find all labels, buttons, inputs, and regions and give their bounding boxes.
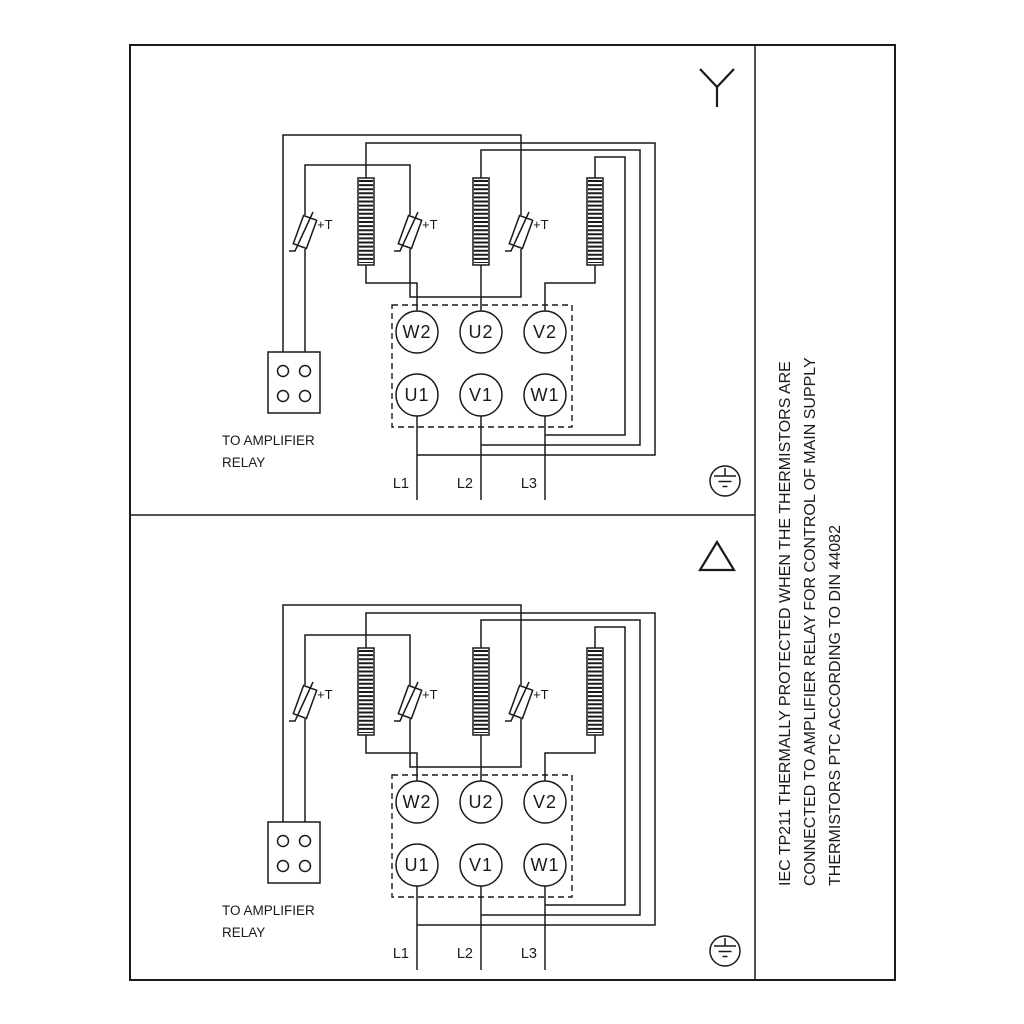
wiring-instance-delta xyxy=(222,605,740,970)
drawing-border xyxy=(129,44,896,981)
side-note-line3: THERMISTORS PTC ACCORDING TO DIN 44082 xyxy=(827,525,844,886)
side-note: IEC TP211 THERMALLY PROTECTED WHEN THE T… xyxy=(777,357,844,886)
panel-star-connection xyxy=(222,68,740,500)
wiring-instance-star xyxy=(222,135,740,500)
side-note-line1: IEC TP211 THERMALLY PROTECTED WHEN THE T… xyxy=(777,361,794,886)
side-note-line2: CONNECTED TO AMPLIFIER RELAY FOR CONTROL… xyxy=(802,357,819,886)
panel-delta-connection xyxy=(222,539,740,970)
star-connection-icon xyxy=(699,68,735,107)
delta-connection-icon xyxy=(698,539,736,572)
